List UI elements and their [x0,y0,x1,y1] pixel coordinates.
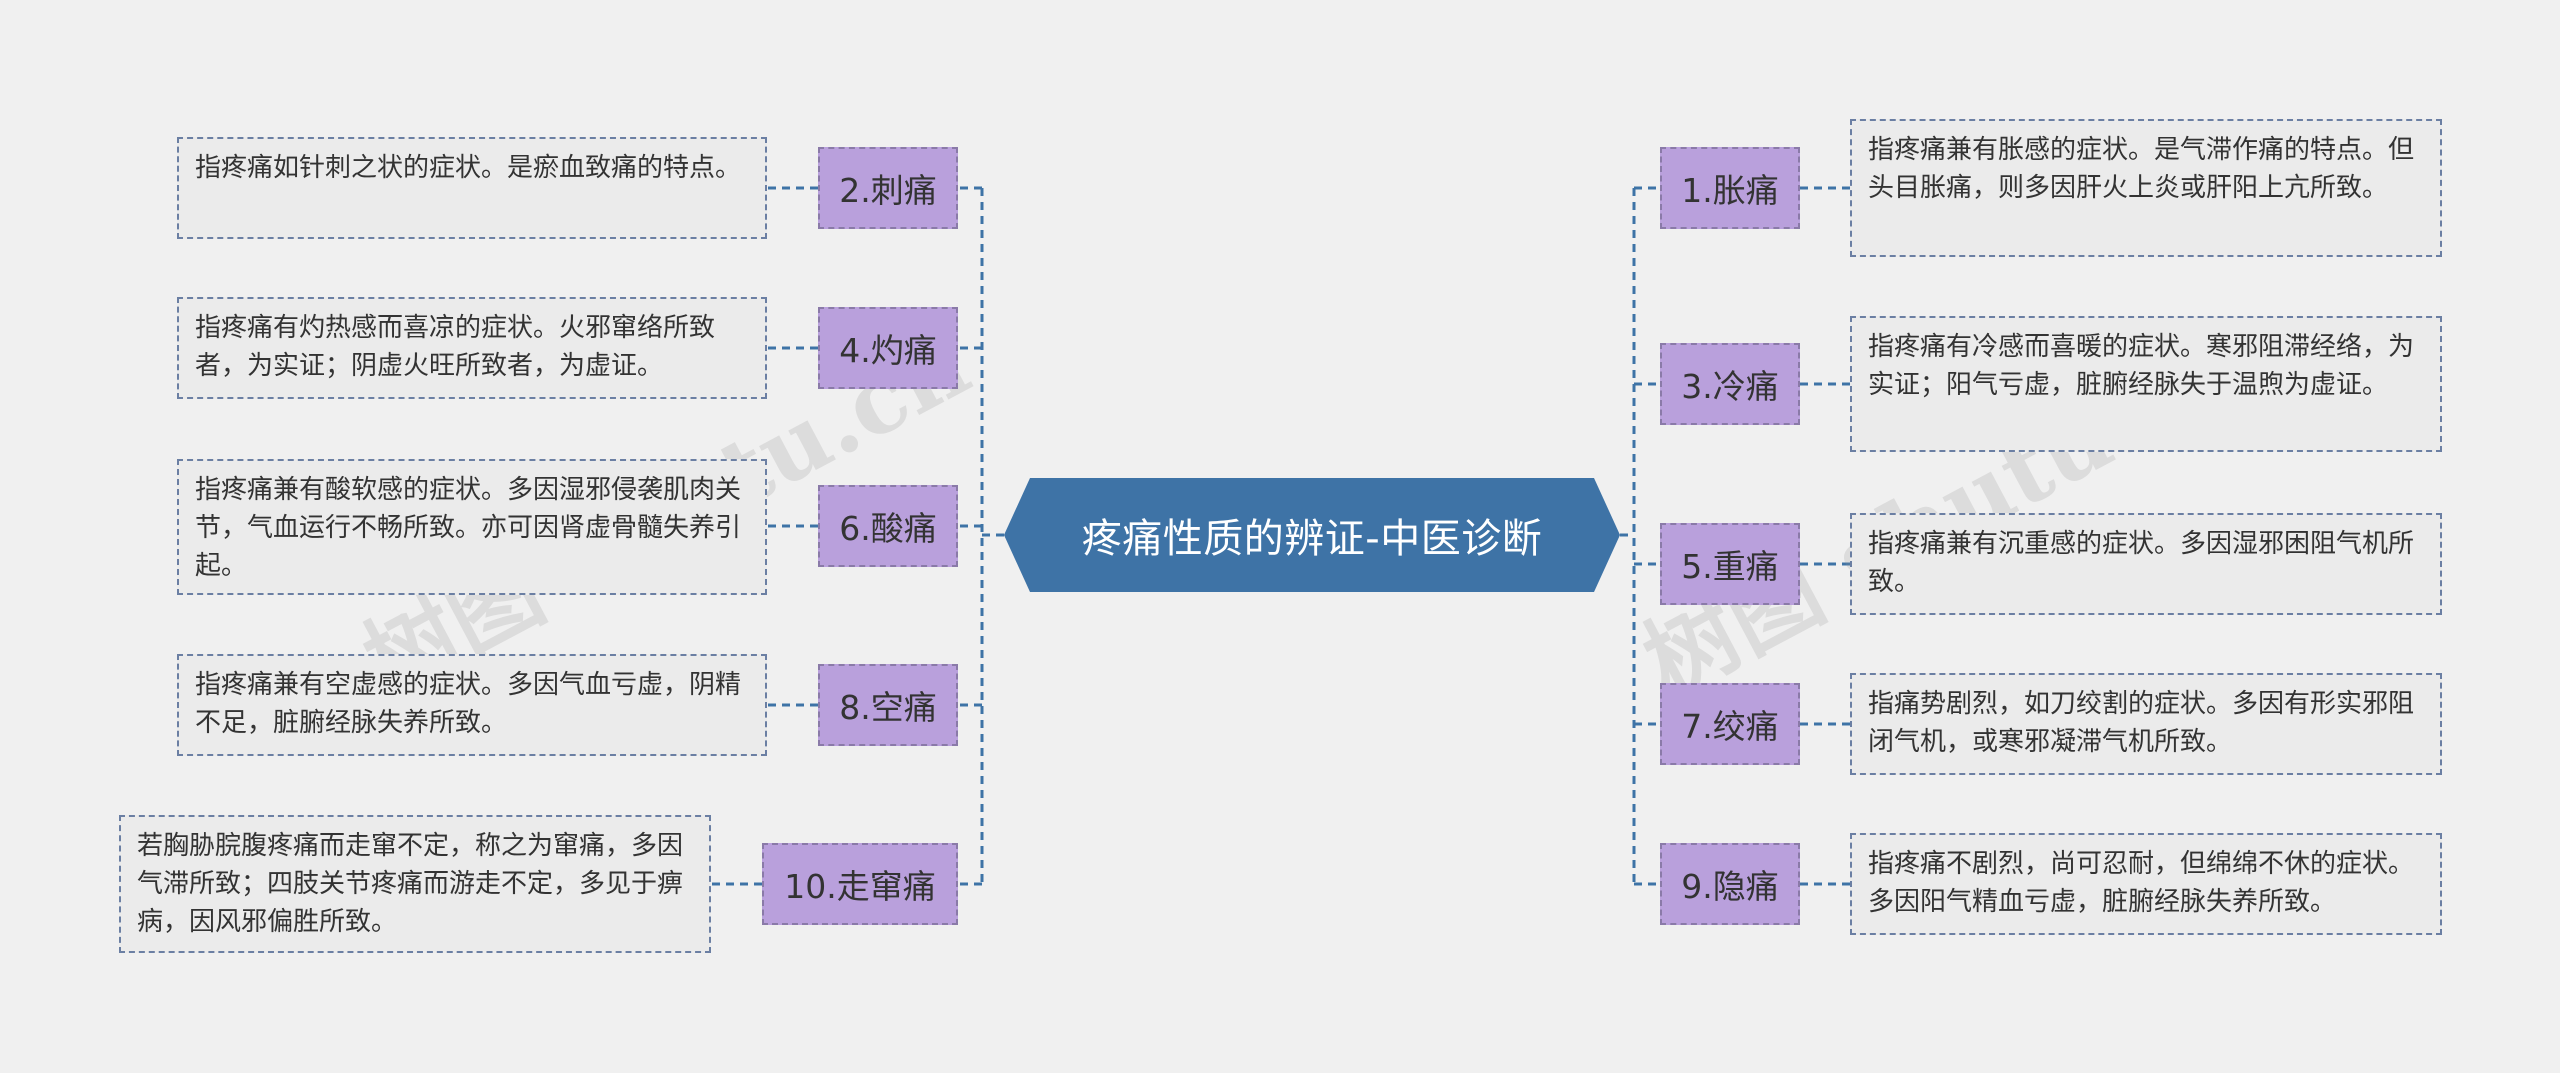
leaf-description[interactable]: 若胸胁脘腹疼痛而走窜不定，称之为窜痛，多因气滞所致；四肢关节疼痛而游走不定，多见… [119,815,711,953]
central-topic[interactable]: 疼痛性质的辨证-中医诊断 [1004,478,1620,592]
branch-node[interactable]: 2.刺痛 [818,147,958,229]
leaf-description[interactable]: 指疼痛如针刺之状的症状。是瘀血致痛的特点。 [177,137,767,239]
leaf-description[interactable]: 指疼痛兼有沉重感的症状。多因湿邪困阻气机所致。 [1850,513,2442,615]
leaf-description[interactable]: 指疼痛兼有空虚感的症状。多因气血亏虚，阴精不足，脏腑经脉失养所致。 [177,654,767,756]
branch-node[interactable]: 8.空痛 [818,664,958,746]
leaf-description[interactable]: 指疼痛有灼热感而喜凉的症状。火邪窜络所致者，为实证；阴虚火旺所致者，为虚证。 [177,297,767,399]
leaf-description[interactable]: 指疼痛兼有胀感的症状。是气滞作痛的特点。但头目胀痛，则多因肝火上炎或肝阳上亢所致… [1850,119,2442,257]
leaf-description[interactable]: 指疼痛不剧烈，尚可忍耐，但绵绵不休的症状。多因阳气精血亏虚，脏腑经脉失养所致。 [1850,833,2442,935]
leaf-description[interactable]: 指痛势剧烈，如刀绞割的症状。多因有形实邪阻闭气机，或寒邪凝滞气机所致。 [1850,673,2442,775]
branch-node[interactable]: 6.酸痛 [818,485,958,567]
branch-node[interactable]: 5.重痛 [1660,523,1800,605]
branch-node[interactable]: 1.胀痛 [1660,147,1800,229]
branch-node[interactable]: 9.隐痛 [1660,843,1800,925]
branch-node[interactable]: 4.灼痛 [818,307,958,389]
leaf-description[interactable]: 指疼痛兼有酸软感的症状。多因湿邪侵袭肌肉关节，气血运行不畅所致。亦可因肾虚骨髓失… [177,459,767,595]
branch-node[interactable]: 3.冷痛 [1660,343,1800,425]
branch-node[interactable]: 7.绞痛 [1660,683,1800,765]
leaf-description[interactable]: 指疼痛有冷感而喜暖的症状。寒邪阻滞经络，为实证；阳气亏虚，脏腑经脉失于温煦为虚证… [1850,316,2442,452]
branch-node[interactable]: 10.走窜痛 [762,843,958,925]
